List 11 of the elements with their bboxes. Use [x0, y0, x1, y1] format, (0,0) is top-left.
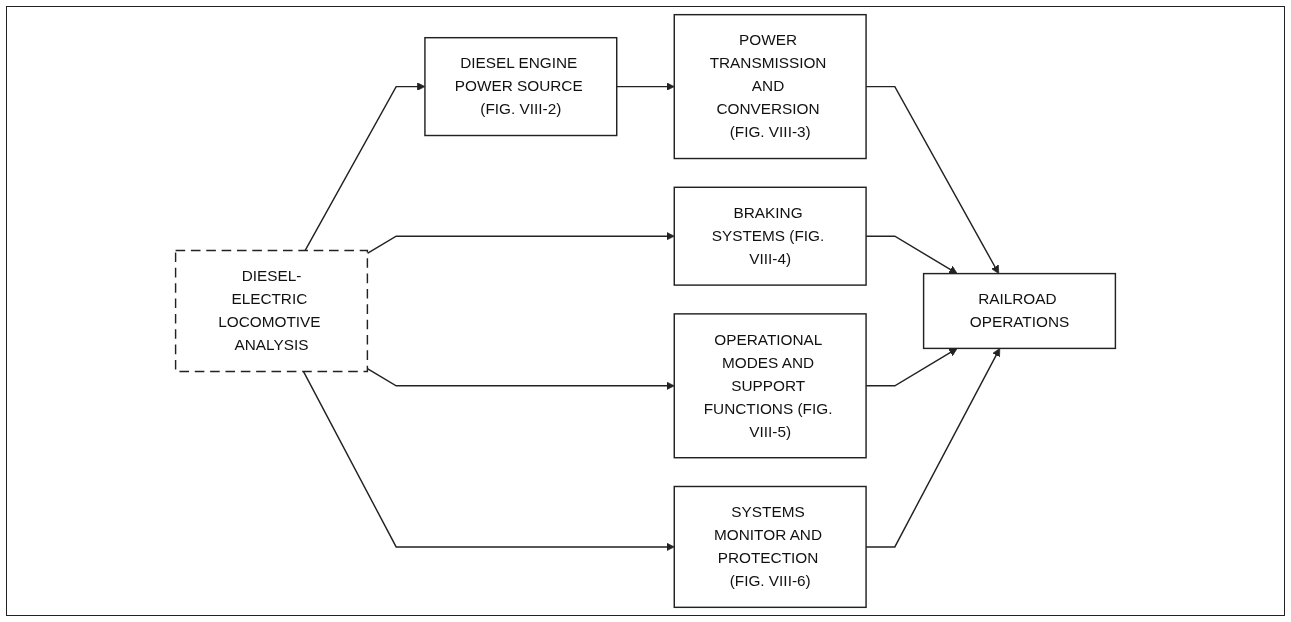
arrow [366, 232, 675, 255]
node-box: OPERATIONAL MODES AND SUPPORT FUNCTIONS (FIG. VIII-5) [673, 313, 867, 459]
arrow [616, 82, 675, 91]
node-box: POWER TRANSMISSION AND CONVERSION (FIG. VIII-3) [673, 13, 867, 160]
arrow [302, 370, 675, 552]
node-box: BRAKING SYSTEMS (FIG. VIII-4) [673, 186, 867, 286]
node-box: RAILROAD OPERATIONS [922, 272, 1117, 350]
node-box: DIESEL ENGINE POWER SOURCE (FIG. VIII-2) [424, 36, 618, 137]
node-box: SYSTEMS MONITOR AND PROTECTION (FIG. VIII-6) [673, 485, 867, 609]
arrow [366, 367, 675, 390]
node-box: DIESEL-ELECTRIC LOCOMOTIVE ANALYSIS [174, 249, 369, 373]
